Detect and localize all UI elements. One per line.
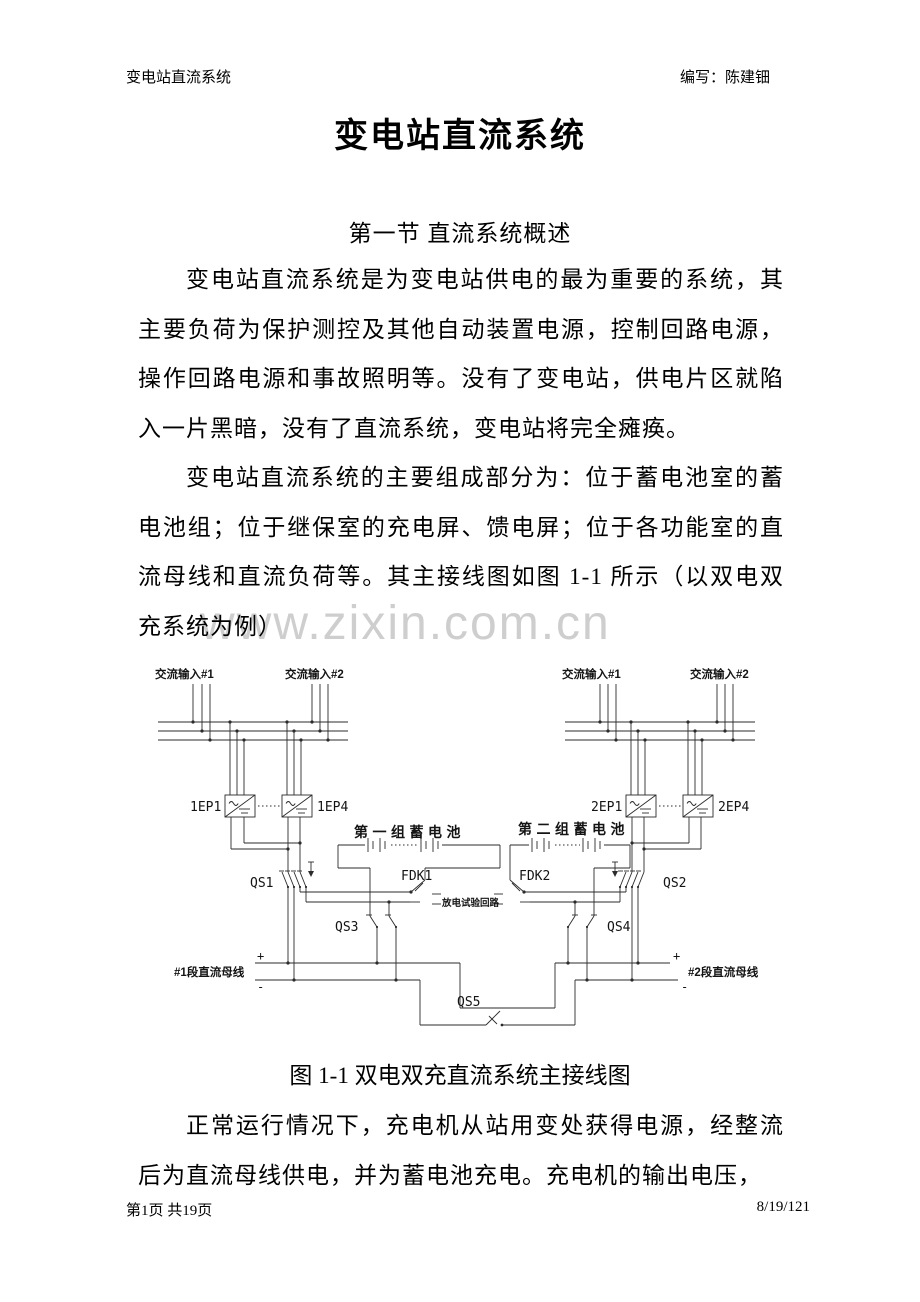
label-ac-input-2-left: 交流输入#2 (285, 667, 344, 681)
watermark: www.zixin.com.cn (200, 597, 611, 650)
label-qs4: QS4 (607, 920, 631, 935)
rectifier-1ep1-symbol (224, 794, 256, 818)
rectifier-outputs-right (631, 817, 702, 872)
header-right: 编写：陈建钿 (679, 70, 770, 86)
qs1-arrow (308, 871, 314, 877)
rectifier-1ep4-symbol (281, 794, 313, 818)
label-1ep4: 1EP4 (317, 800, 348, 815)
fdk1-switch (410, 879, 441, 905)
junction-dots (191, 720, 735, 1027)
label-2ep4: 2EP4 (718, 800, 749, 815)
label-battery-group-1: 第一组蓄电池 (354, 824, 465, 840)
fdk2-switch (494, 879, 530, 905)
label-ac-input-1-right: 交流输入#1 (562, 667, 621, 681)
dc-bus-2-lines (555, 962, 678, 981)
label-dc-bus-2: #2段直流母线 (688, 965, 759, 979)
qs1-switch (279, 861, 314, 888)
label-dc-bus-1: #1段直流母线 (174, 965, 245, 979)
label-plus-bus2: + (673, 949, 680, 963)
page-title: 变电站直流系统 (334, 118, 586, 155)
label-minus-bus2: - (681, 980, 688, 994)
rectifier-outputs-left (230, 817, 301, 872)
qs2-drops (524, 887, 639, 980)
label-fdk2: FDK2 (519, 869, 550, 884)
body-text-bottom: 正常运行情况下，充电机从站用变处获得电源，经整流后为直流母线供电，并为蓄电池充电… (138, 1101, 784, 1200)
qs3-switch (366, 902, 397, 980)
label-fdk1: FDK1 (401, 869, 432, 884)
label-ac-input-1-left: 交流输入#1 (155, 667, 214, 681)
rectifier-2ep4-symbol (682, 794, 714, 818)
battery-group-1-symbol (337, 838, 501, 916)
ac-drop-lines-left (158, 684, 348, 795)
label-qs2: QS2 (663, 876, 686, 891)
paragraph-1: 变电站直流系统是为变电站供电的最为重要的系统，其主要负荷为保护测控及其他自动装置… (138, 267, 784, 441)
dc-bus-1-lines (255, 962, 460, 981)
label-1ep1: 1EP1 (190, 800, 221, 815)
qs4-switch (567, 902, 597, 980)
label-plus-bus1: + (257, 949, 264, 963)
ac-drop-lines-right (565, 684, 755, 795)
rectifier-2ep1-symbol (625, 794, 657, 818)
bus-tie-qs5 (419, 963, 576, 1026)
label-battery-group-2: 第二组蓄电池 (518, 821, 629, 837)
label-2ep1: 2EP1 (591, 800, 622, 815)
paragraph-3: 正常运行情况下，充电机从站用变处获得电源，经整流后为直流母线供电，并为蓄电池充电… (138, 1113, 784, 1188)
figure-caption: 图 1-1 双电双充直流系统主接线图 (289, 1063, 631, 1088)
section-heading: 第一节 直流系统概述 (348, 221, 572, 246)
battery-group-2-symbol (509, 838, 631, 916)
header-left: 变电站直流系统 (126, 70, 232, 86)
footer-page-number: 第1页 共19页 (126, 1203, 213, 1219)
paragraph-2: 变电站直流系统的主要组成部分为：位于蓄电池室的蓄电池组；位于继保室的充电屏、馈电… (138, 465, 784, 639)
label-discharge-test-loop: 放电试验回路 (441, 897, 500, 909)
footer-right: 8/19/121 (756, 1199, 810, 1215)
label-minus-bus1: - (257, 980, 264, 994)
label-qs3: QS3 (335, 920, 358, 935)
label-ac-input-2-right: 交流输入#2 (690, 667, 749, 681)
qs2-arrow (612, 871, 618, 877)
body-text: 变电站直流系统是为变电站供电的最为重要的系统，其主要负荷为保护测控及其他自动装置… (138, 255, 784, 651)
wiring-diagram: 交流输入#1 交流输入#2 交流输入#1 交流输入#2 1EP1 1EP4 2E… (155, 667, 759, 1027)
qs2-switch (612, 861, 645, 888)
label-qs5: QS5 (457, 995, 480, 1010)
label-qs1: QS1 (250, 876, 273, 891)
